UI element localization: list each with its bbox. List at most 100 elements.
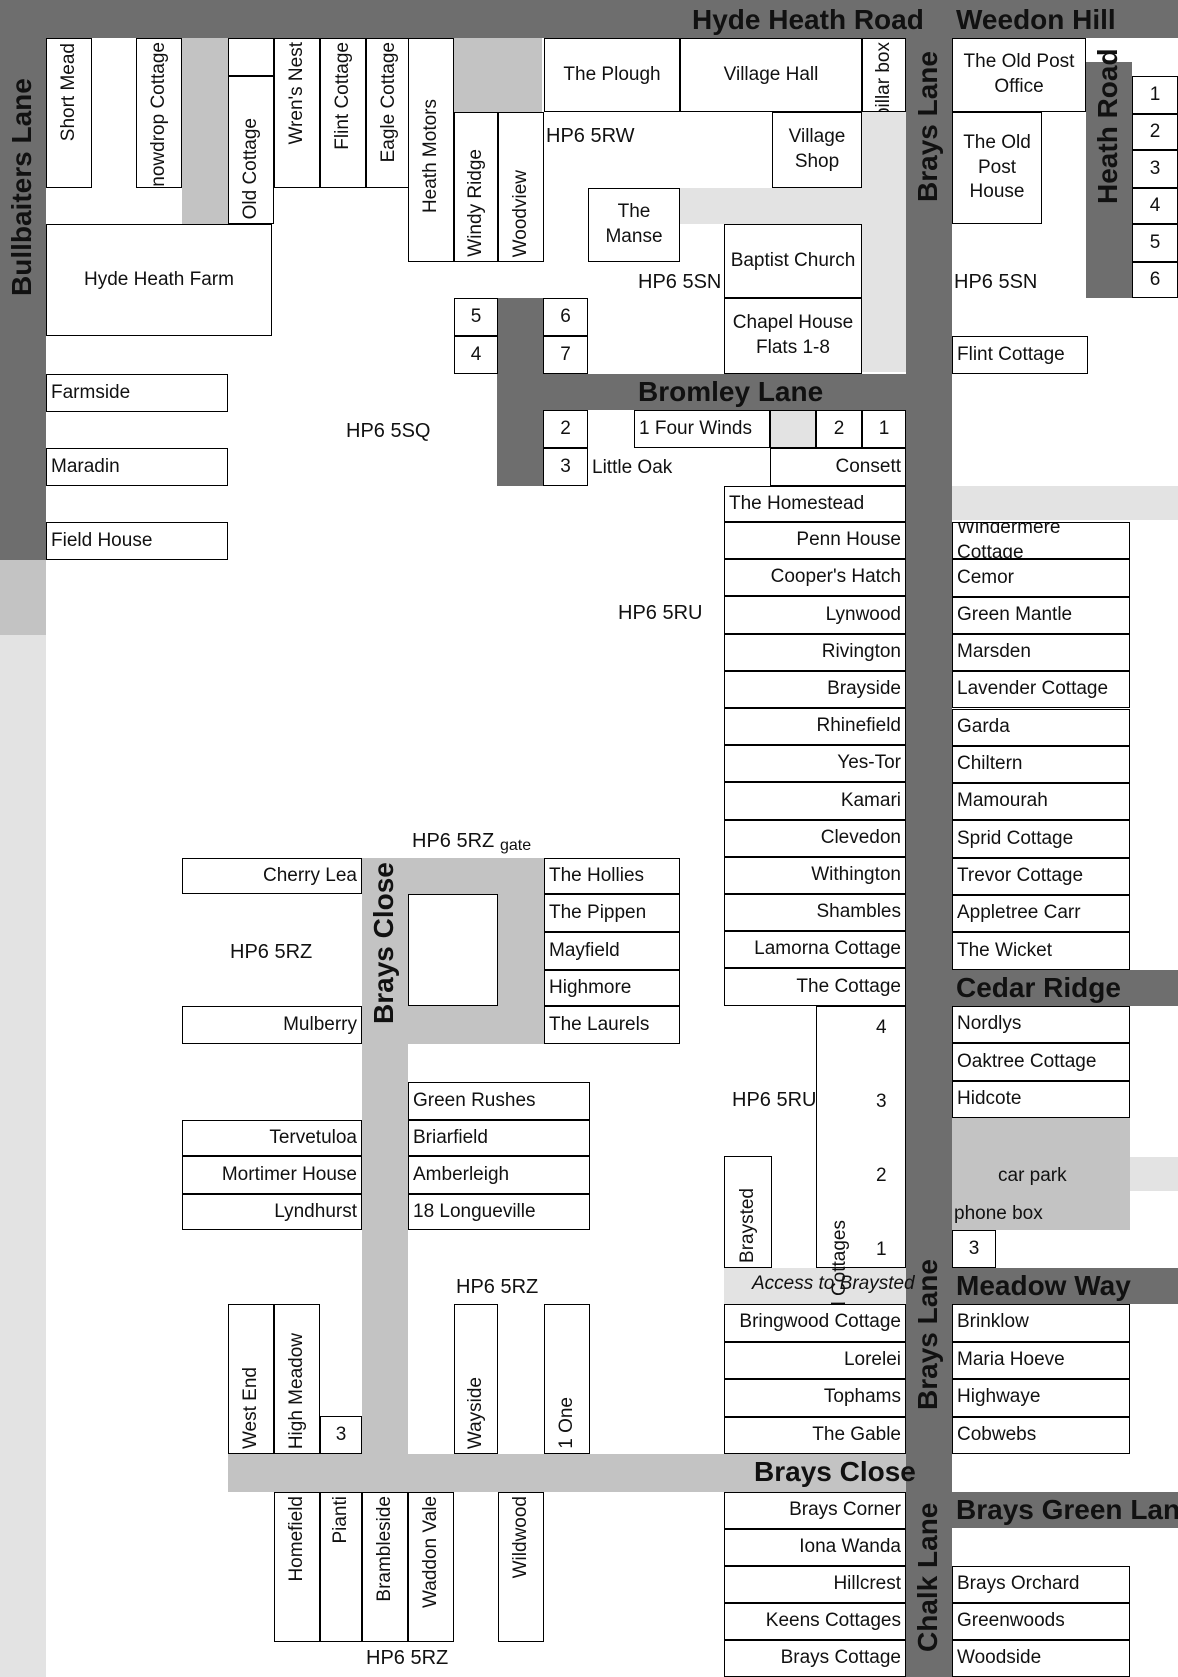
- house-farmside[interactable]: Farmside: [46, 374, 228, 412]
- pillar-box[interactable]: pillar box: [862, 38, 906, 112]
- braysted[interactable]: Braysted: [724, 1156, 772, 1268]
- heath-road-5[interactable]: 5: [1132, 224, 1178, 262]
- waddon-vale[interactable]: Waddon Vale: [408, 1492, 454, 1642]
- wildwood[interactable]: Wildwood: [498, 1492, 544, 1642]
- four-winds[interactable]: 1 Four Winds: [634, 410, 770, 448]
- house-7[interactable]: 7: [543, 336, 588, 374]
- house-lamorna-cottage[interactable]: Lamorna Cottage: [724, 931, 906, 969]
- house-flint-cottage-nw[interactable]: Flint Cottage: [320, 38, 366, 188]
- house-brays-corner[interactable]: Brays Corner: [724, 1492, 906, 1529]
- brays-close-3[interactable]: 3: [320, 1416, 362, 1454]
- house-lavender-cottage[interactable]: Lavender Cottage: [952, 671, 1130, 709]
- highmore[interactable]: Highmore: [544, 970, 680, 1006]
- longueville[interactable]: 18 Longueville: [408, 1194, 590, 1230]
- phone-box-label[interactable]: phone box: [954, 1203, 1043, 1224]
- house-kamari[interactable]: Kamari: [724, 782, 906, 820]
- pianti[interactable]: Pianti: [320, 1492, 362, 1642]
- house-eagle-cottage[interactable]: Eagle Cottage: [366, 38, 412, 188]
- heath-road-4[interactable]: 4: [1132, 188, 1178, 224]
- house-heath-motors[interactable]: Heath Motors: [408, 38, 454, 262]
- house-appletree-carr[interactable]: Appletree Carr: [952, 895, 1130, 933]
- bromley-3[interactable]: 3: [543, 448, 588, 486]
- house-the-gable[interactable]: The Gable: [724, 1416, 906, 1454]
- house-lorelei[interactable]: Lorelei: [724, 1341, 906, 1379]
- house-mamourah[interactable]: Mamourah: [952, 783, 1130, 821]
- mulberry[interactable]: Mulberry: [182, 1006, 362, 1044]
- homefield[interactable]: Homefield: [274, 1492, 320, 1642]
- house-brays-cottage[interactable]: Brays Cottage: [724, 1640, 906, 1677]
- house-marsden[interactable]: Marsden: [952, 633, 1130, 672]
- consett[interactable]: Consett: [770, 448, 906, 486]
- village-shop[interactable]: Village Shop: [772, 112, 862, 188]
- old-post-office[interactable]: The Old Post Office: [952, 38, 1086, 112]
- wayside[interactable]: Wayside: [454, 1304, 498, 1454]
- house-greenwoods[interactable]: Greenwoods: [952, 1603, 1130, 1640]
- bromley-2[interactable]: 2: [543, 410, 588, 448]
- house-maradin[interactable]: Maradin: [46, 448, 228, 486]
- house-brays-orchard[interactable]: Brays Orchard: [952, 1566, 1130, 1603]
- cherry-lea[interactable]: Cherry Lea: [182, 858, 362, 894]
- house-woodside[interactable]: Woodside: [952, 1640, 1130, 1677]
- house-brayside[interactable]: Brayside: [724, 670, 906, 708]
- house-hillcrest[interactable]: Hillcrest: [724, 1566, 906, 1603]
- heath-road-1[interactable]: 1: [1132, 76, 1178, 114]
- house-trevor-cottage[interactable]: Trevor Cottage: [952, 857, 1130, 895]
- house-oaktree-cottage[interactable]: Oaktree Cottage: [952, 1043, 1130, 1081]
- the-pippen[interactable]: The Pippen: [544, 894, 680, 932]
- house-the-cottage[interactable]: The Cottage: [724, 968, 906, 1006]
- village-hall[interactable]: Village Hall: [680, 38, 862, 112]
- house-nordlys[interactable]: Nordlys: [952, 1006, 1130, 1044]
- high-meadow[interactable]: High Meadow: [274, 1304, 320, 1454]
- house-wrens-nest[interactable]: Wren's Nest: [274, 38, 320, 188]
- house-old-cottage[interactable]: Old Cottage: [228, 76, 274, 224]
- house-rivington[interactable]: Rivington: [724, 633, 906, 671]
- west-end[interactable]: West End: [228, 1304, 274, 1454]
- house-windy-ridge[interactable]: Windy Ridge: [454, 112, 498, 262]
- heath-road-3[interactable]: 3: [1132, 150, 1178, 188]
- brambleside[interactable]: Brambleside: [362, 1492, 408, 1642]
- house-lynwood[interactable]: Lynwood: [724, 596, 906, 634]
- heath-road-6[interactable]: 6: [1132, 262, 1178, 298]
- green-rushes[interactable]: Green Rushes: [408, 1082, 590, 1120]
- house-6[interactable]: 6: [543, 298, 588, 336]
- house-shambles[interactable]: Shambles: [724, 894, 906, 932]
- house-cemor[interactable]: Cemor: [952, 559, 1130, 597]
- house-clevedon[interactable]: Clevedon: [724, 819, 906, 857]
- house-cooper-s-hatch[interactable]: Cooper's Hatch: [724, 559, 906, 597]
- the-laurels[interactable]: The Laurels: [544, 1006, 680, 1044]
- house-chiltern[interactable]: Chiltern: [952, 745, 1130, 784]
- house-tophams[interactable]: Tophams: [724, 1379, 906, 1417]
- house-short-mead[interactable]: Short Mead: [46, 38, 92, 188]
- mayfield[interactable]: Mayfield: [544, 932, 680, 970]
- one[interactable]: 1 One: [544, 1304, 590, 1454]
- house-hyde-heath-farm[interactable]: Hyde Heath Farm: [46, 224, 272, 336]
- house-field-house[interactable]: Field House: [46, 522, 228, 560]
- house-withington[interactable]: Withington: [724, 856, 906, 894]
- house-iona-wanda[interactable]: Iona Wanda: [724, 1529, 906, 1566]
- flint-cottage-ne[interactable]: Flint Cottage: [952, 336, 1088, 374]
- house-green-mantle[interactable]: Green Mantle: [952, 596, 1130, 634]
- house-sprid-cottage[interactable]: Sprid Cottage: [952, 820, 1130, 858]
- chapel-house[interactable]: Chapel House Flats 1-8: [724, 298, 862, 374]
- the-hollies[interactable]: The Hollies: [544, 858, 680, 894]
- house-the-wicket[interactable]: The Wicket: [952, 932, 1130, 970]
- little-oak[interactable]: Little Oak: [592, 457, 673, 478]
- house-bringwood-cottage[interactable]: Bringwood Cottage: [724, 1304, 906, 1342]
- house-highwaye[interactable]: Highwaye: [952, 1379, 1130, 1417]
- house-the-plough[interactable]: The Plough: [544, 38, 680, 112]
- house-yes-tor[interactable]: Yes-Tor: [724, 745, 906, 783]
- house-hidcote[interactable]: Hidcote: [952, 1080, 1130, 1118]
- house-windermere-cottage[interactable]: Windermere Cottage: [952, 522, 1130, 560]
- house-penn-house[interactable]: Penn House: [724, 522, 906, 560]
- baptist-church[interactable]: Baptist Church: [724, 224, 862, 298]
- amberleigh[interactable]: Amberleigh: [408, 1156, 590, 1194]
- meadow-way-3[interactable]: 3: [952, 1230, 996, 1268]
- house-brinklow[interactable]: Brinklow: [952, 1304, 1130, 1342]
- house-rhinefield[interactable]: Rhinefield: [724, 708, 906, 746]
- bromley-r1[interactable]: 1: [862, 410, 906, 448]
- lyndhurst[interactable]: Lyndhurst: [182, 1194, 362, 1230]
- house-keens-cottages[interactable]: Keens Cottages: [724, 1603, 906, 1640]
- house-woodview[interactable]: Woodview: [498, 112, 544, 262]
- house-5[interactable]: 5: [454, 298, 498, 336]
- house-4[interactable]: 4: [454, 336, 498, 374]
